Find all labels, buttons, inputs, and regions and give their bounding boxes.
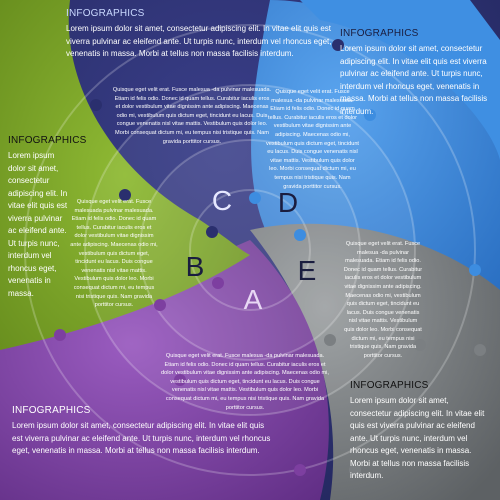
- segment-a-text: Quisque eget velit erat. Fusce malesua -…: [161, 353, 329, 411]
- block-title: INFOGRAPHICS: [340, 28, 419, 39]
- block-title: INFOGRAPHICS: [8, 135, 87, 146]
- segment-a-letter: A: [243, 284, 263, 315]
- block-title: INFOGRAPHICS: [350, 380, 429, 391]
- segment-c-letter: C: [211, 185, 233, 216]
- segment-c-text: Quisque eget velit erat. Fusce malesua -…: [112, 87, 272, 145]
- block-text: Lorem ipsum dolor sit amet, consectetur …: [12, 421, 271, 455]
- block-text: Lorem ipsum dolor sit amet, consectetur …: [8, 151, 68, 298]
- gray-segment-e: [250, 223, 500, 500]
- block-text: Lorem ipsum dolor sit amet, consectetur …: [66, 24, 332, 58]
- infographics-block-bottom-right: INFOGRAPHICS Lorem ipsum dolor sit amet,…: [350, 380, 490, 483]
- segment-b-text: Quisque eget velit erat. Fusce malesuada…: [70, 199, 158, 309]
- block-text: Lorem ipsum dolor sit amet, consectetur …: [340, 44, 488, 116]
- block-text: Lorem ipsum dolor sit amet, consectetur …: [350, 396, 485, 480]
- infographics-block-bottom-left: INFOGRAPHICS Lorem ipsum dolor sit amet,…: [12, 405, 272, 458]
- segment-e-text: Quisque eget velit erat. Fusce malesua -…: [343, 241, 423, 359]
- block-title: INFOGRAPHICS: [66, 8, 145, 19]
- segment-d-letter: D: [277, 187, 299, 218]
- infographics-block-left: INFOGRAPHICS Lorem ipsum dolor sit amet,…: [8, 135, 87, 300]
- block-title: INFOGRAPHICS: [12, 405, 91, 416]
- segment-b-letter: B: [185, 251, 205, 282]
- infographics-block-top-right: INFOGRAPHICS Lorem ipsum dolor sit amet,…: [340, 28, 490, 118]
- ring-tints: [85, 85, 415, 415]
- green-segment-b: [0, 0, 250, 350]
- concentric-rings: [24, 24, 476, 476]
- blue-segment-d-top: [300, 0, 500, 160]
- puzzle-tabs: [54, 39, 486, 476]
- infographics-block-top-center: INFOGRAPHICS Lorem ipsum dolor sit amet,…: [66, 8, 332, 61]
- segment-d-text: Quisque eget velit erat. Fusce malesua -…: [266, 89, 359, 190]
- segment-e-letter: E: [297, 255, 317, 286]
